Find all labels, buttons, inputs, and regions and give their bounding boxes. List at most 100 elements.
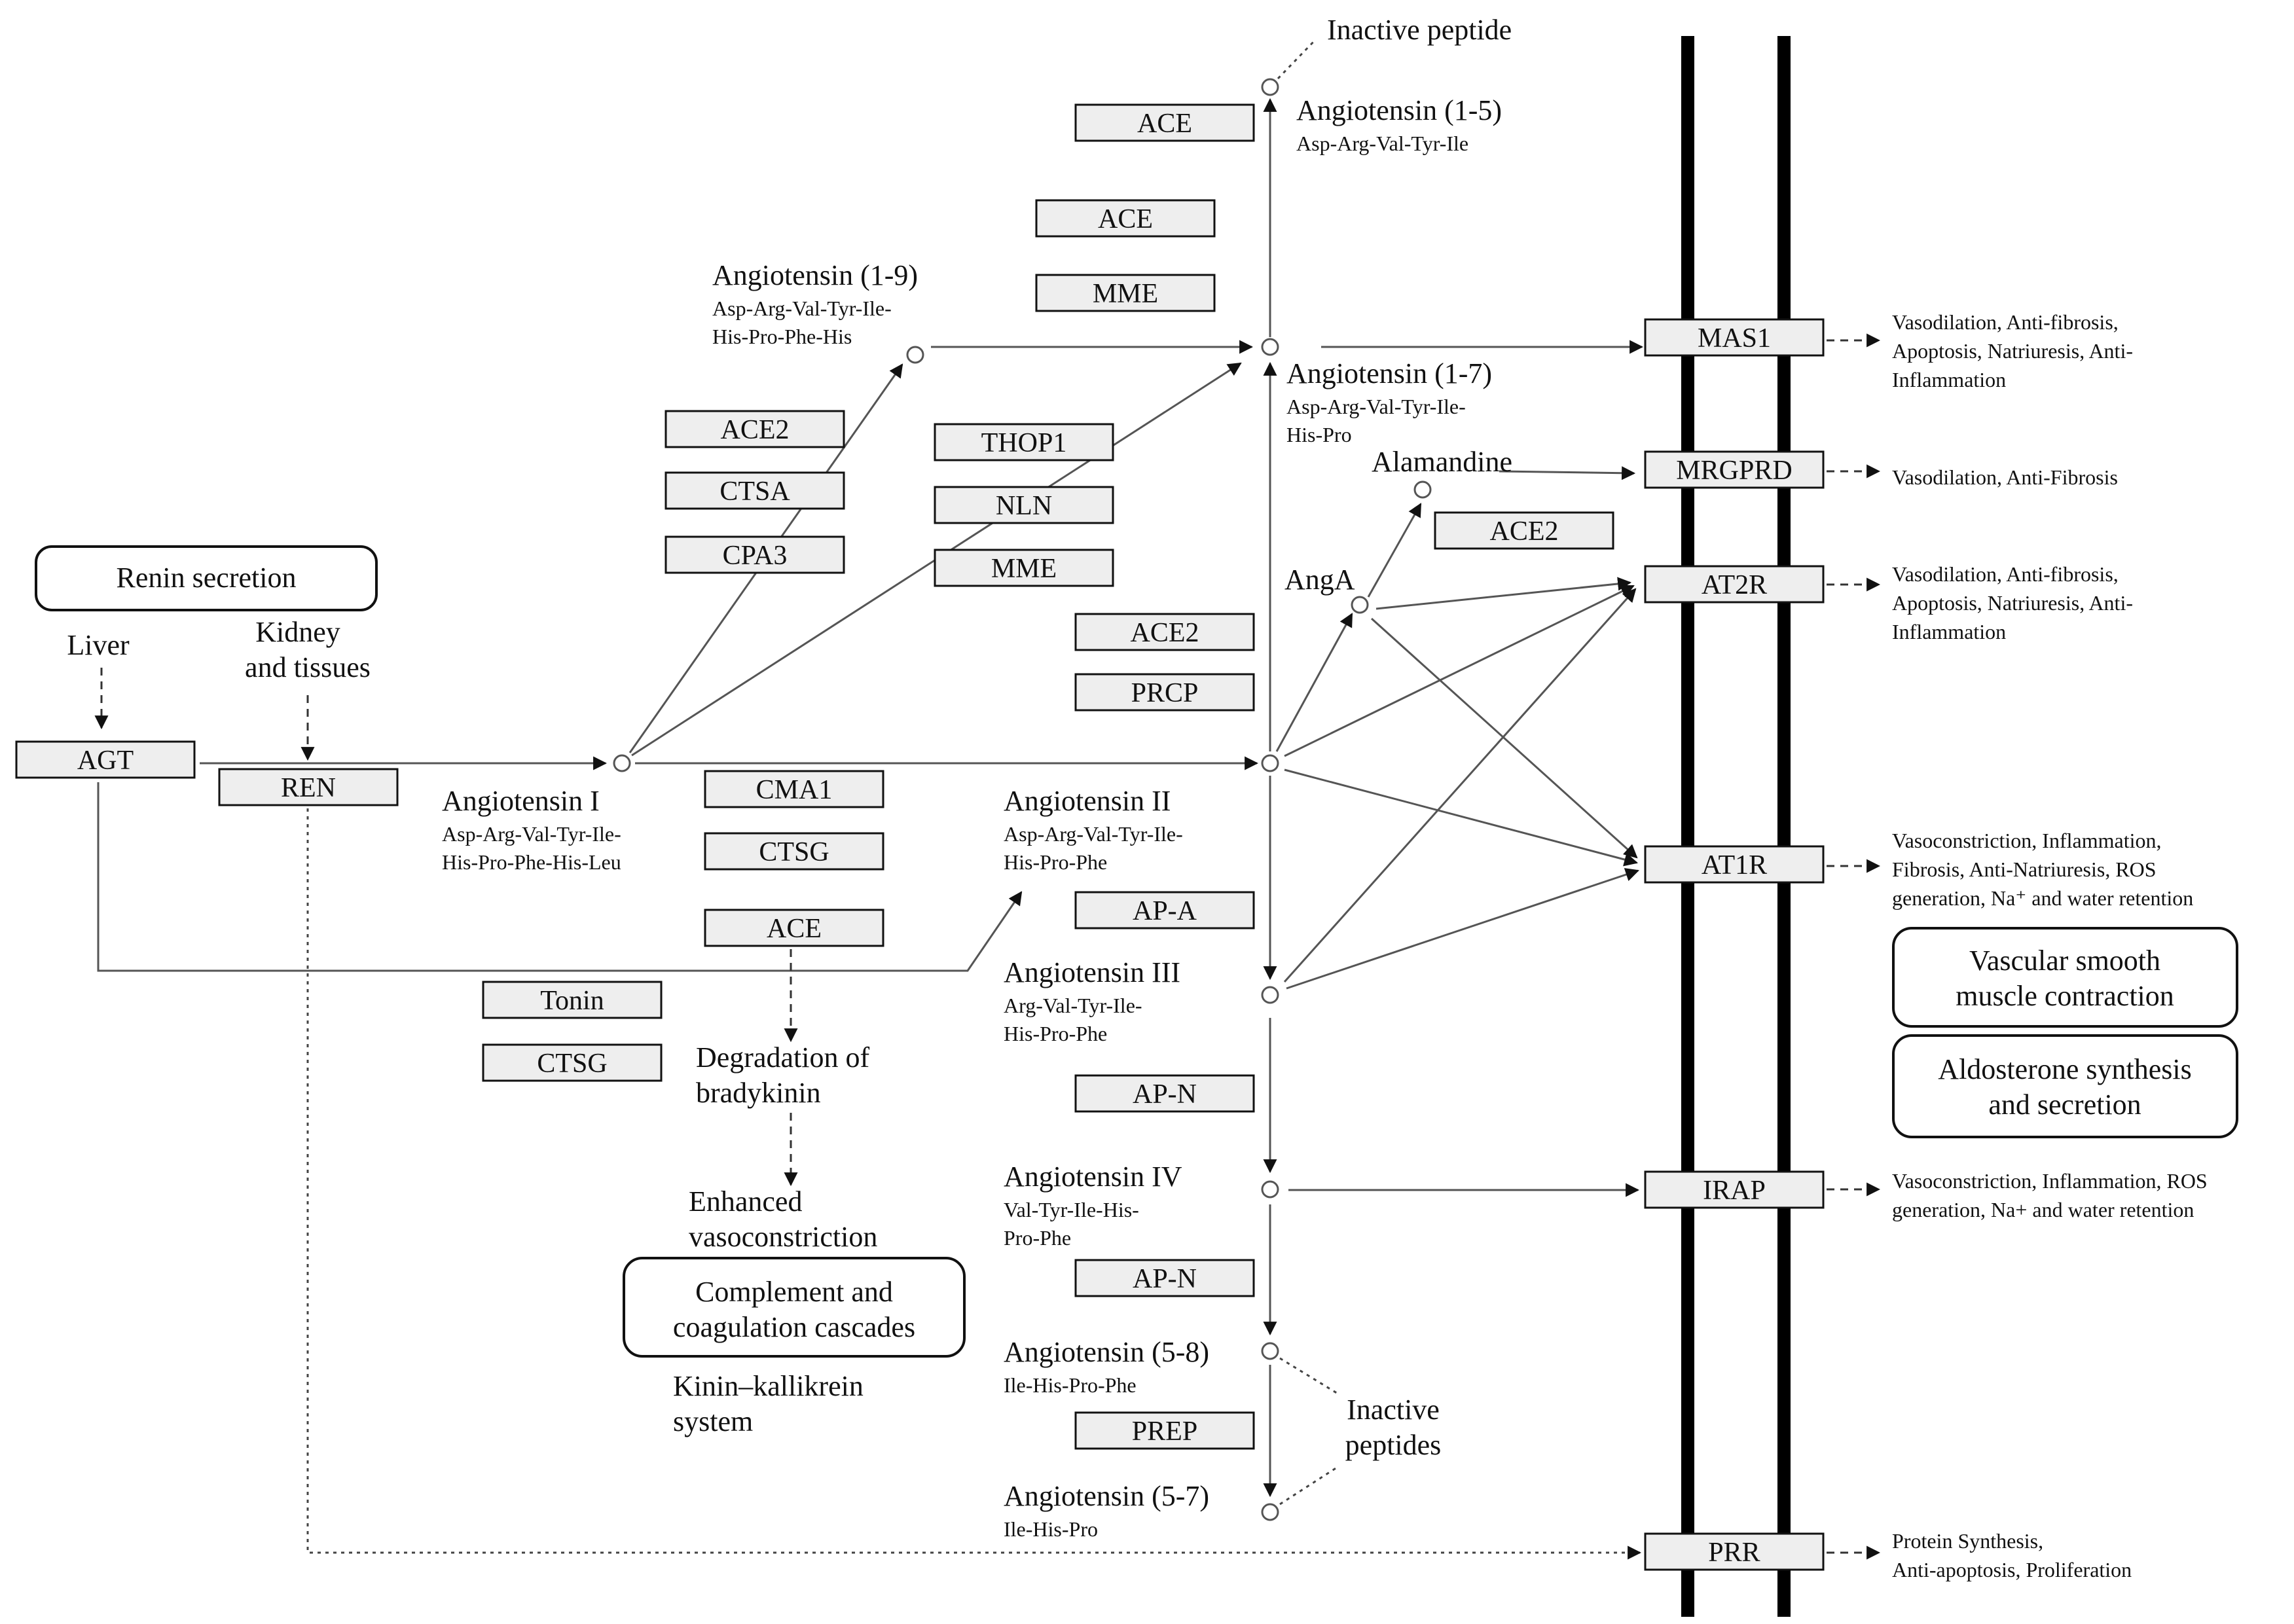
anga-to-at1r-arrow: [1370, 617, 1638, 859]
label-degradation-1: Degradation of: [696, 1041, 869, 1074]
enzyme-thop1: THOP1: [934, 423, 1114, 461]
alamandine-to-mrgprd-arrow: [1499, 466, 1636, 480]
node-ang1-7: [1261, 338, 1279, 356]
effect-irap-1: Vasoconstriction, Inflammation, ROS: [1892, 1169, 2208, 1193]
enzyme-ap-a: AP-A: [1074, 891, 1255, 929]
svg-text:muscle contraction: muscle contraction: [1956, 980, 2174, 1012]
svg-text:ACE: ACE: [1137, 109, 1192, 139]
svg-text:IRAP: IRAP: [1703, 1176, 1766, 1206]
agt-to-ang2-bypass-arrow: [97, 782, 1023, 972]
label-kinin-2: system: [673, 1405, 753, 1437]
svg-text:REN: REN: [281, 773, 336, 803]
receptor-at2r: AT2R: [1644, 565, 1825, 604]
enzyme-ace2-2: ACE2: [1074, 613, 1255, 651]
process-vascular-smooth-muscle: Vascular smooth muscle contraction: [1892, 927, 2238, 1028]
enzyme-cma1: CMA1: [704, 770, 884, 808]
label-enhanced-2: vasoconstriction: [689, 1221, 877, 1253]
label-ang1-7: Angiotensin (1-7): [1286, 357, 1492, 389]
label-inactive-peptides-2: peptides: [1345, 1429, 1442, 1461]
label-ang1-9-seq1: Asp-Arg-Val-Tyr-Ile-: [712, 297, 892, 320]
svg-text:ACE: ACE: [767, 914, 822, 944]
process-renin-secretion: Renin secretion: [35, 545, 378, 611]
svg-text:PRCP: PRCP: [1131, 678, 1199, 708]
label-ang3: Angiotensin III: [1004, 956, 1180, 988]
ang5-8-to-inactive-line: [1279, 1357, 1339, 1396]
enzyme-ctsg-1: CTSG: [704, 832, 884, 871]
label-ang1-9: Angiotensin (1-9): [712, 259, 918, 291]
label-liver: Liver: [67, 629, 130, 661]
enzyme-ap-n-1: AP-N: [1074, 1074, 1255, 1113]
enzyme-ace-low: ACE: [704, 909, 884, 947]
enzyme-ap-n-2: AP-N: [1074, 1259, 1255, 1297]
label-ang3-seq1: Arg-Val-Tyr-Ile-: [1004, 994, 1142, 1017]
svg-text:Aldosterone synthesis: Aldosterone synthesis: [1938, 1053, 2191, 1085]
effect-prr-2: Anti-apoptosis, Proliferation: [1892, 1558, 2132, 1581]
node-ang5-7: [1261, 1503, 1279, 1521]
label-ang5-7: Angiotensin (5-7): [1004, 1480, 1209, 1512]
enzyme-prcp: PRCP: [1074, 673, 1255, 712]
anga-to-at2r-arrow: [1375, 577, 1632, 610]
enzyme-prep: PREP: [1074, 1411, 1255, 1450]
svg-text:MAS1: MAS1: [1698, 323, 1771, 353]
node-ang1: [613, 754, 631, 772]
enzyme-ctsg-2: CTSG: [482, 1043, 663, 1082]
label-ang1: Angiotensin I: [442, 785, 600, 817]
svg-text:Complement and: Complement and: [695, 1276, 893, 1308]
label-ang4-seq1: Val-Tyr-Ile-His-: [1004, 1198, 1139, 1221]
svg-text:MME: MME: [991, 554, 1057, 584]
label-ang5-8-seq: Ile-His-Pro-Phe: [1004, 1373, 1137, 1397]
label-ang1-5-seq: Asp-Arg-Val-Tyr-Ile: [1296, 132, 1468, 155]
node-ang3: [1261, 986, 1279, 1004]
effect-mas1-1: Vasodilation, Anti-fibrosis,: [1892, 310, 2119, 334]
receptor-mas1: MAS1: [1644, 318, 1825, 357]
label-and-tissues: and tissues: [245, 651, 371, 683]
ang5-7-to-inactive-line: [1279, 1465, 1339, 1506]
label-ang3-seq2: His-Pro-Phe: [1004, 1022, 1107, 1045]
ang3-to-at1r-arrow: [1286, 868, 1639, 990]
effect-at1r-2: Fibrosis, Anti-Natriuresis, ROS: [1892, 857, 2157, 881]
node-ang1-9: [906, 346, 924, 364]
svg-text:coagulation cascades: coagulation cascades: [673, 1311, 915, 1343]
enzyme-cpa3: CPA3: [665, 535, 845, 574]
ang2-to-anga-arrow: [1275, 613, 1353, 752]
process-complement-coagulation: Complement and coagulation cascades: [623, 1257, 966, 1358]
svg-text:AT2R: AT2R: [1702, 570, 1767, 600]
label-kidney: Kidney: [255, 616, 340, 648]
svg-text:ACE2: ACE2: [1490, 516, 1559, 547]
effect-at2r-3: Inflammation: [1892, 620, 2006, 643]
svg-text:CPA3: CPA3: [723, 541, 788, 571]
ang2-to-at2r-arrow: [1284, 585, 1635, 757]
effect-mrgprd-1: Vasodilation, Anti-Fibrosis: [1892, 465, 2118, 489]
effect-irap-2: generation, Na+ and water retention: [1892, 1198, 2194, 1221]
enzyme-ctsa: CTSA: [665, 471, 845, 510]
label-ang4-seq2: Pro-Phe: [1004, 1226, 1071, 1250]
label-alamandine: Alamandine: [1372, 446, 1512, 478]
svg-text:NLN: NLN: [996, 491, 1052, 521]
enzyme-agt: AGT: [15, 740, 196, 779]
label-inactive-peptide: Inactive peptide: [1327, 14, 1512, 46]
svg-text:AP-N: AP-N: [1133, 1079, 1197, 1110]
effect-mas1-3: Inflammation: [1892, 368, 2006, 391]
effect-at1r-3: generation, Na⁺ and water retention: [1892, 886, 2193, 910]
svg-text:Renin secretion: Renin secretion: [117, 562, 297, 594]
label-ang1-seq2: His-Pro-Phe-His-Leu: [442, 850, 621, 874]
receptor-mrgprd: MRGPRD: [1644, 450, 1825, 489]
receptor-at1r: AT1R: [1644, 845, 1825, 884]
enzyme-tonin: Tonin: [482, 981, 663, 1019]
svg-text:AGT: AGT: [77, 746, 134, 776]
enzyme-nln: NLN: [934, 486, 1114, 524]
enzyme-ace-top: ACE: [1074, 103, 1255, 142]
svg-text:CMA1: CMA1: [756, 775, 833, 805]
anga-to-alamandine-arrow: [1367, 503, 1422, 598]
effect-at1r-1: Vasoconstriction, Inflammation,: [1892, 829, 2161, 852]
label-inactive-peptides-1: Inactive: [1347, 1394, 1440, 1426]
label-kinin-1: Kinin–kallikrein: [673, 1370, 864, 1402]
effect-at2r-2: Apoptosis, Natriuresis, Anti-: [1892, 591, 2133, 615]
label-enhanced-1: Enhanced: [689, 1185, 802, 1218]
ang1-5-to-inactive-line: [1277, 38, 1317, 80]
label-ang1-9-seq2: His-Pro-Phe-His: [712, 325, 852, 348]
label-ang2-seq1: Asp-Arg-Val-Tyr-Ile-: [1004, 822, 1183, 846]
node-ang1-5: [1261, 78, 1279, 96]
receptor-irap: IRAP: [1644, 1170, 1825, 1209]
